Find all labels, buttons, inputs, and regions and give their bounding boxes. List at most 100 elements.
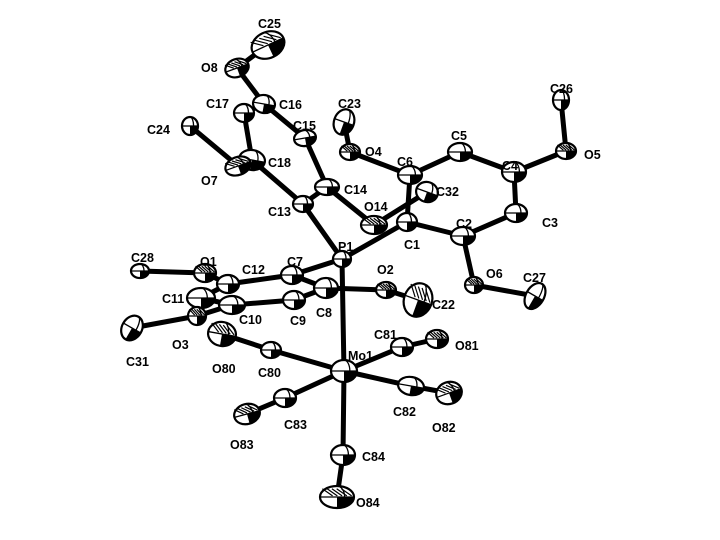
atom-o1 [192,262,218,284]
atom-c10 [217,294,247,316]
atom-label-o7: O7 [201,174,218,188]
atom-label-c83: C83 [284,418,307,432]
atom-label-o84: O84 [356,496,380,510]
atom-c25 [250,30,286,60]
atom-c23 [332,108,356,136]
atom-label-c32: C32 [436,185,459,199]
atom-o84 [318,484,356,510]
atom-c14 [313,177,341,197]
atom-c24 [180,115,200,137]
atom-label-c18: C18 [268,156,291,170]
atom-label-o80: O80 [212,362,236,376]
atom-label-o1: O1 [200,255,217,269]
atom-c28 [129,262,151,280]
atom-c2 [449,225,477,247]
atom-o82 [435,380,463,406]
atom-c8 [312,276,340,300]
atom-c26 [551,88,571,112]
atom-c31 [120,314,144,342]
atom-c13 [291,194,315,214]
atom-label-c80: C80 [258,366,281,380]
atom-label-o6: O6 [486,267,503,281]
atom-label-o5: O5 [584,148,601,162]
atom-label-c3: C3 [542,216,558,230]
atom-label-c2: C2 [456,217,472,231]
atom-label-c84: C84 [362,450,385,464]
atom-label-c24: C24 [147,123,170,137]
atom-label-c1: C1 [404,238,420,252]
atom-o7 [224,155,252,177]
atom-c5 [446,141,474,163]
atom-mo1 [329,358,359,384]
atom-o14 [359,214,389,236]
bond-mo1-c84 [340,368,347,458]
atom-label-o81: O81 [455,339,479,353]
atom-label-o2: O2 [377,263,394,277]
atom-c4 [500,160,528,184]
atom-c9 [281,289,307,311]
atom-label-c16: C16 [279,98,302,112]
atom-c84 [329,443,357,467]
atom-c80 [259,340,283,360]
atom-p1 [331,249,353,269]
atom-c82 [397,375,425,397]
atom-label-c31: C31 [126,355,149,369]
atom-o2 [374,280,398,300]
atom-label-c15: C15 [293,119,316,133]
atom-label-c10: C10 [239,313,262,327]
atom-label-p1: P1 [338,240,353,254]
atoms-layer [120,30,578,510]
atom-label-c9: C9 [290,314,306,328]
atom-label-c23: C23 [338,97,361,111]
atom-c6 [396,164,424,186]
atom-c27 [523,281,547,311]
atom-o4 [338,142,362,162]
atom-c12 [215,273,241,295]
atom-c16 [251,93,277,115]
atom-label-c4: C4 [502,159,518,173]
atom-o5 [554,141,578,161]
atom-label-c6: C6 [397,155,413,169]
atom-o8 [224,57,250,79]
atom-o80 [206,320,238,348]
atom-label-o3: O3 [172,338,189,352]
atom-label-c13: C13 [268,205,291,219]
atom-label-o82: O82 [432,421,456,435]
atom-label-c7: C7 [287,255,303,269]
atom-c17 [232,102,256,124]
atom-c22 [402,282,434,318]
atom-c3 [503,202,529,224]
atom-label-c26: C26 [550,82,573,96]
atom-label-o14: O14 [364,200,388,214]
atom-c7 [279,264,305,286]
atom-label-c5: C5 [451,129,467,143]
atom-label-c22: C22 [432,298,455,312]
atom-label-c81: C81 [374,328,397,342]
atom-label-c12: C12 [242,263,265,277]
atom-o3 [186,305,208,327]
atom-label-c28: C28 [131,251,154,265]
atom-c11 [185,286,217,310]
atom-o81 [424,328,450,350]
atom-c15 [292,128,318,148]
atom-label-c17: C17 [206,97,229,111]
atom-c81 [389,336,415,358]
atom-label-o4: O4 [365,145,382,159]
atom-label-c11: C11 [162,292,184,306]
atom-label-o83: O83 [230,438,254,452]
atom-c83 [272,387,298,409]
atom-label-c82: C82 [393,405,416,419]
atom-label-o8: O8 [201,61,218,75]
atom-label-c27: C27 [523,271,546,285]
bond-mo1-p1 [339,256,347,374]
atom-label-c8: C8 [316,306,332,320]
atom-label-mo1: Mo1 [348,349,373,363]
atom-o83 [233,402,261,426]
atom-c1 [395,211,419,233]
atom-o6 [463,275,485,295]
atom-c32 [415,180,439,204]
bond-p1-c1 [339,219,410,262]
atom-label-c25: C25 [258,17,281,31]
